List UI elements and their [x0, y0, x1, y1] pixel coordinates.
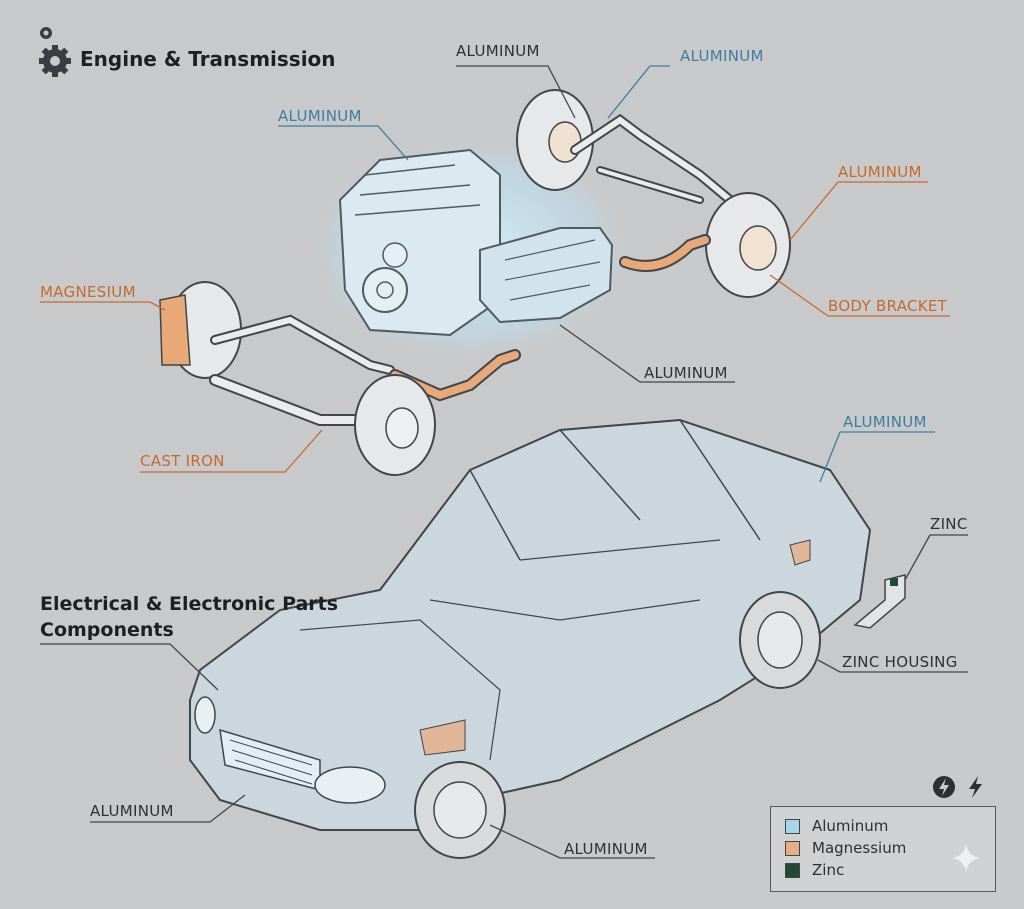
- callout-zinc: ZINC: [930, 515, 968, 533]
- legend-swatch-magnesium: [785, 840, 800, 856]
- legend-label-magnesium: Magnessium: [812, 839, 907, 857]
- electrical-components-title: Components: [40, 619, 174, 641]
- material-legend: Aluminum Magnessium Zinc: [770, 806, 996, 892]
- legend-swatch-zinc: [785, 862, 800, 878]
- legend-item-zinc: Zinc: [785, 860, 844, 880]
- leader-lines: [40, 65, 968, 859]
- zinc-bracket: [853, 574, 906, 629]
- callout-zinc-housing: ZINC HOUSING: [842, 653, 958, 671]
- callout-cast-iron: CAST IRON: [140, 452, 225, 470]
- callout-aluminum-transmission: ALUMINUM: [644, 364, 728, 382]
- callout-body-bracket: BODY BRACKET: [828, 297, 948, 315]
- electrical-parts-title: Electrical & Electronic Parts: [40, 593, 339, 615]
- callout-magnesium: MAGNESIUM: [40, 283, 136, 301]
- sparkle-icon: [952, 844, 980, 872]
- engine-block: [310, 140, 630, 360]
- car-body: [189, 418, 872, 859]
- legend-item-magnesium: Magnessium: [785, 838, 906, 858]
- legend-swatch-aluminum: [785, 818, 800, 834]
- callout-aluminum-roof: ALUMINUM: [843, 413, 927, 431]
- gear-icon: [39, 27, 71, 77]
- lightning-icon: [933, 776, 982, 798]
- callout-aluminum-upper-right: ALUMINUM: [680, 47, 764, 65]
- legend-label-aluminum: Aluminum: [812, 817, 889, 835]
- front-axle: [159, 281, 521, 476]
- legend-label-zinc: Zinc: [812, 861, 845, 879]
- legend-item-aluminum: Aluminum: [785, 816, 888, 836]
- callout-aluminum-engine: ALUMINUM: [278, 107, 362, 125]
- callout-aluminum-bumper: ALUMINUM: [90, 802, 174, 820]
- engine-transmission-title: Engine & Transmission: [80, 47, 336, 71]
- callout-aluminum-upper-left: ALUMINUM: [456, 42, 540, 60]
- callout-aluminum-wheel: ALUMINUM: [564, 840, 648, 858]
- callout-aluminum-rear-axle: ALUMINUM: [838, 163, 922, 181]
